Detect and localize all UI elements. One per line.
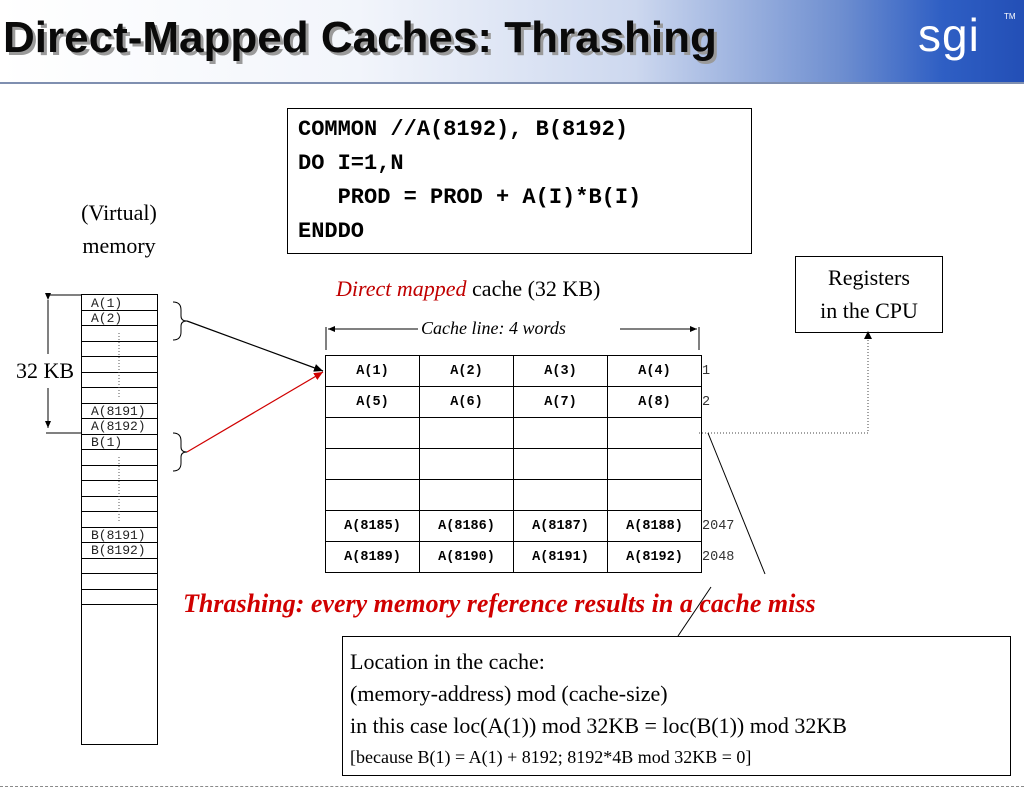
location-box: Location in the cache: (memory-address) … [342,636,1011,776]
cache-cell: A(2) [419,355,514,387]
cache-caption-italic: Direct mapped [336,276,467,301]
brace-b-elements [172,432,188,472]
memory-row-divider [82,356,157,357]
memory-row-divider [82,325,157,326]
memory-row-divider [82,418,157,419]
cache-cell: A(8188) [607,510,702,542]
cache-cell: A(5) [325,386,420,418]
cache-row: A(8185) A(8186) A(8187) A(8188) [325,510,702,542]
memory-row-divider [82,527,157,528]
memory-row-divider [82,310,157,311]
mapping-arrow-a [186,320,324,372]
mapping-arrow-b [186,371,324,453]
memory-row-divider [82,341,157,342]
cache-cell: A(8186) [419,510,514,542]
cache-grid: A(1) A(2) A(3) A(4) A(5) A(6) A(7) A(8) … [325,355,702,573]
memory-row-divider [82,589,157,590]
memory-row-divider [82,604,157,605]
cache-row [325,448,702,480]
registers-line1: Registers [828,265,910,290]
cache-row-number: 2048 [702,550,735,565]
cache-row: A(5) A(6) A(7) A(8) [325,386,702,418]
location-line4: [because B(1) = A(1) + 8192; 8192*4B mod… [350,747,752,767]
bottom-divider [0,786,1024,787]
registers-path [699,336,869,434]
cache-row-number: 2 [702,395,711,410]
callout-line-left [677,586,712,637]
title-shadow: Direct-Mapped Caches: Thrashing [6,16,720,65]
cache-cell: A(8189) [325,541,420,573]
location-line3: in this case loc(A(1)) mod 32KB = loc(B(… [350,713,847,738]
code-line-do: DO I=1,N [298,151,404,176]
memory-row-divider [82,480,157,481]
memory-cell-a8191: A(8191) [91,404,146,419]
location-line1: Location in the cache: [350,649,545,674]
cache-cell: A(8187) [513,510,608,542]
cache-cell: A(8) [607,386,702,418]
memory-row-divider [82,573,157,574]
virtual-label-line1: (Virtual) [81,200,157,225]
callout-line-right [707,432,766,575]
memory-cell-a2: A(2) [91,311,123,326]
code-line-common: COMMON //A(8192), B(8192) [298,117,629,142]
memory-cell-b8191: B(8191) [91,528,146,543]
memory-cell-b1: B(1) [91,435,123,450]
virtual-label-line2: memory [82,233,156,258]
code-box: COMMON //A(8192), B(8192) DO I=1,N PROD … [287,108,752,254]
memory-row-divider [82,403,157,404]
title-banner [0,0,1024,84]
cache-caption-rest: cache (32 KB) [466,276,601,301]
slide-title: Direct-Mapped Caches: Thrashing [3,13,717,62]
title-divider [0,82,1024,84]
code-line-prod: PROD = PROD + A(I)*B(I) [298,185,642,210]
memory-cell-b8192: B(8192) [91,543,146,558]
location-line2: (memory-address) mod (cache-size) [350,681,668,706]
cache-cell: A(6) [419,386,514,418]
memory-row-divider [82,449,157,450]
cache-cell: A(8191) [513,541,608,573]
cache-cell: A(7) [513,386,608,418]
cache-row: A(8189) A(8190) A(8191) A(8192) [325,541,702,573]
cache-line-label: Cache line: 4 words [421,318,566,338]
cache-cell: A(3) [513,355,608,387]
cache-cell: A(8192) [607,541,702,573]
cache-row-number: 2047 [702,519,735,534]
registers-line2: in the CPU [820,298,918,323]
registers-box: Registers in the CPU [795,256,943,333]
cache-row [325,417,702,449]
memory-size-label: 32 KB [16,358,75,383]
cache-cell: A(8185) [325,510,420,542]
memory-row-divider [82,434,157,435]
trademark-mark: TM [1004,12,1016,21]
cache-row-number: 1 [702,364,711,379]
code-line-enddo: ENDDO [298,219,365,244]
memory-row-divider [82,542,157,543]
memory-cell-a1: A(1) [91,296,123,311]
memory-cell-a8192: A(8192) [91,419,146,434]
brace-a-elements [172,301,188,341]
registers-arrowhead [864,331,872,339]
cache-cell [325,417,420,449]
memory-row-divider [82,465,157,466]
thrashing-statement: Thrashing: every memory reference result… [183,589,816,618]
virtual-memory-label: (Virtual) memory [60,196,178,262]
memory-row-divider [82,558,157,559]
sgi-logo: sgi [918,9,980,61]
cache-cell: A(4) [607,355,702,387]
cache-caption: Direct mapped cache (32 KB) [336,276,600,302]
